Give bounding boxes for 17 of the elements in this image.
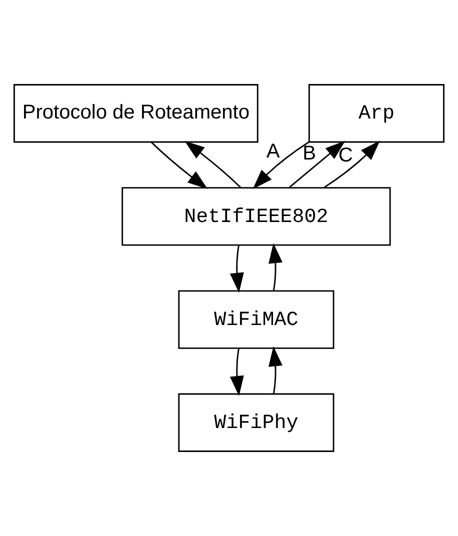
node-box: WiFiMAC <box>178 290 334 349</box>
arrow <box>268 346 282 394</box>
arrow <box>230 245 244 293</box>
edge-label: C <box>338 144 353 166</box>
arrow <box>288 140 346 188</box>
edge-label: A <box>266 140 280 162</box>
arrow <box>252 141 310 190</box>
node-box: Arp <box>308 84 444 143</box>
arrow <box>184 140 242 188</box>
arrow <box>150 142 208 189</box>
node-box: WiFiPhy <box>178 393 334 452</box>
node-box: Protocolo de Roteamento <box>14 84 258 143</box>
arrow <box>268 243 282 291</box>
node-box: NetIfIEEE802 <box>122 187 391 246</box>
arrow <box>324 140 380 188</box>
edge-label: B <box>302 142 316 164</box>
arrow <box>230 348 244 396</box>
